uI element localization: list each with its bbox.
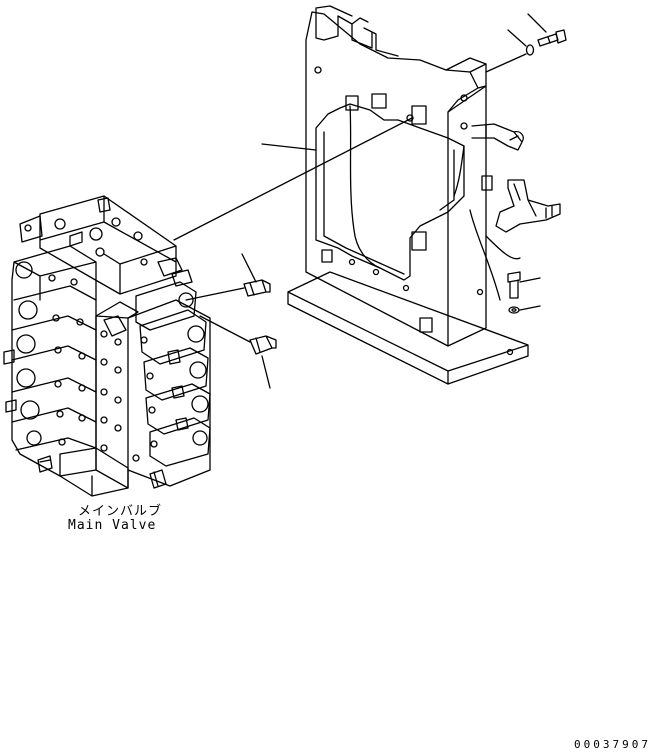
- bracket-hole-1: [315, 67, 321, 73]
- valve-right-spools: [136, 282, 210, 466]
- washer-ring: [527, 45, 534, 55]
- bracket-tab-6: [420, 318, 432, 332]
- bracket-arm: [472, 124, 523, 150]
- drawing-id: 00037907: [574, 738, 651, 751]
- bolt-lower-shaft: [510, 280, 518, 298]
- valve-right-caps: [179, 293, 208, 445]
- main-valve-label-jp: メインバルブ: [78, 504, 163, 519]
- bracket-front-outline: [306, 12, 478, 346]
- bracket-tab-4: [412, 232, 426, 250]
- leader-bolt: [528, 14, 546, 32]
- pressure-sensor: [186, 254, 276, 388]
- bracket-hole-6: [374, 270, 379, 275]
- bracket-tab-1: [346, 96, 358, 110]
- bracket-tab-3: [412, 106, 426, 124]
- sensor-line-1: [186, 288, 244, 300]
- bracket-hole-4: [461, 123, 467, 129]
- valve-top-block: [40, 196, 176, 294]
- sensor-1-leader: [242, 254, 256, 282]
- valve-left-side-plugs: [4, 350, 52, 472]
- bolt: [538, 30, 566, 46]
- valve-right-bolts: [133, 337, 188, 461]
- valve-top-right-fittings: [104, 258, 192, 336]
- bolt-lower: [508, 272, 520, 298]
- bracket-top-ear: [446, 58, 486, 88]
- bracket-tab-2: [372, 94, 386, 108]
- washer-lower-ring: [509, 307, 519, 313]
- bolt-lower-head: [508, 272, 520, 282]
- bracket-lower-curve: [470, 210, 520, 300]
- bracket-hole-5: [350, 260, 355, 265]
- leader-bolt-lower: [520, 278, 540, 282]
- bolt-head: [556, 30, 566, 43]
- bracket-hole-7: [404, 286, 409, 291]
- leader-washer-lower: [520, 306, 540, 310]
- assembly-line: [174, 118, 412, 240]
- washer-lower: [509, 307, 519, 313]
- valve-top-left-ear: [20, 216, 42, 242]
- valve-left-caps: [16, 262, 41, 445]
- main-valve-label-en: Main Valve: [68, 518, 157, 533]
- sensor-2-body: [250, 336, 276, 354]
- leader-bracket: [262, 144, 316, 150]
- valve-bottom-fitting: [150, 470, 166, 488]
- main-valve: [4, 196, 210, 496]
- valve-center-holes: [101, 331, 121, 451]
- bracket-top-notches: [316, 6, 398, 56]
- bracket-cutout: [316, 104, 464, 280]
- bolt-shaft: [538, 34, 558, 46]
- bracket-clamp: [496, 180, 560, 232]
- valve-left-sections: [12, 286, 96, 450]
- valve-bottom-block: [60, 448, 128, 496]
- washer-lower-hole: [512, 309, 516, 311]
- sensor-2-leader: [262, 356, 270, 388]
- bracket-base-plate: [288, 272, 528, 384]
- leader-washer: [508, 30, 526, 46]
- bracket: [288, 6, 560, 384]
- sensor-1-body: [244, 280, 270, 296]
- sensor-line-2: [200, 316, 250, 342]
- bracket-tab-5: [322, 250, 332, 262]
- bracket-cutout-inner: [324, 132, 454, 274]
- bracket-tab-7: [482, 176, 492, 190]
- valve-top-fittings: [55, 198, 147, 265]
- washer: [527, 45, 534, 55]
- bracket-hole-8: [478, 290, 483, 295]
- bracket-hole-3: [461, 95, 467, 101]
- bracket-hole-9: [508, 350, 513, 355]
- valve-left-bolts: [49, 275, 85, 445]
- bracket-curve-right: [454, 146, 464, 196]
- bracket-curve-left: [350, 106, 380, 268]
- leader-bracket-washer: [486, 54, 526, 72]
- bracket-hole-2: [407, 115, 413, 121]
- bracket-right-face: [448, 64, 486, 346]
